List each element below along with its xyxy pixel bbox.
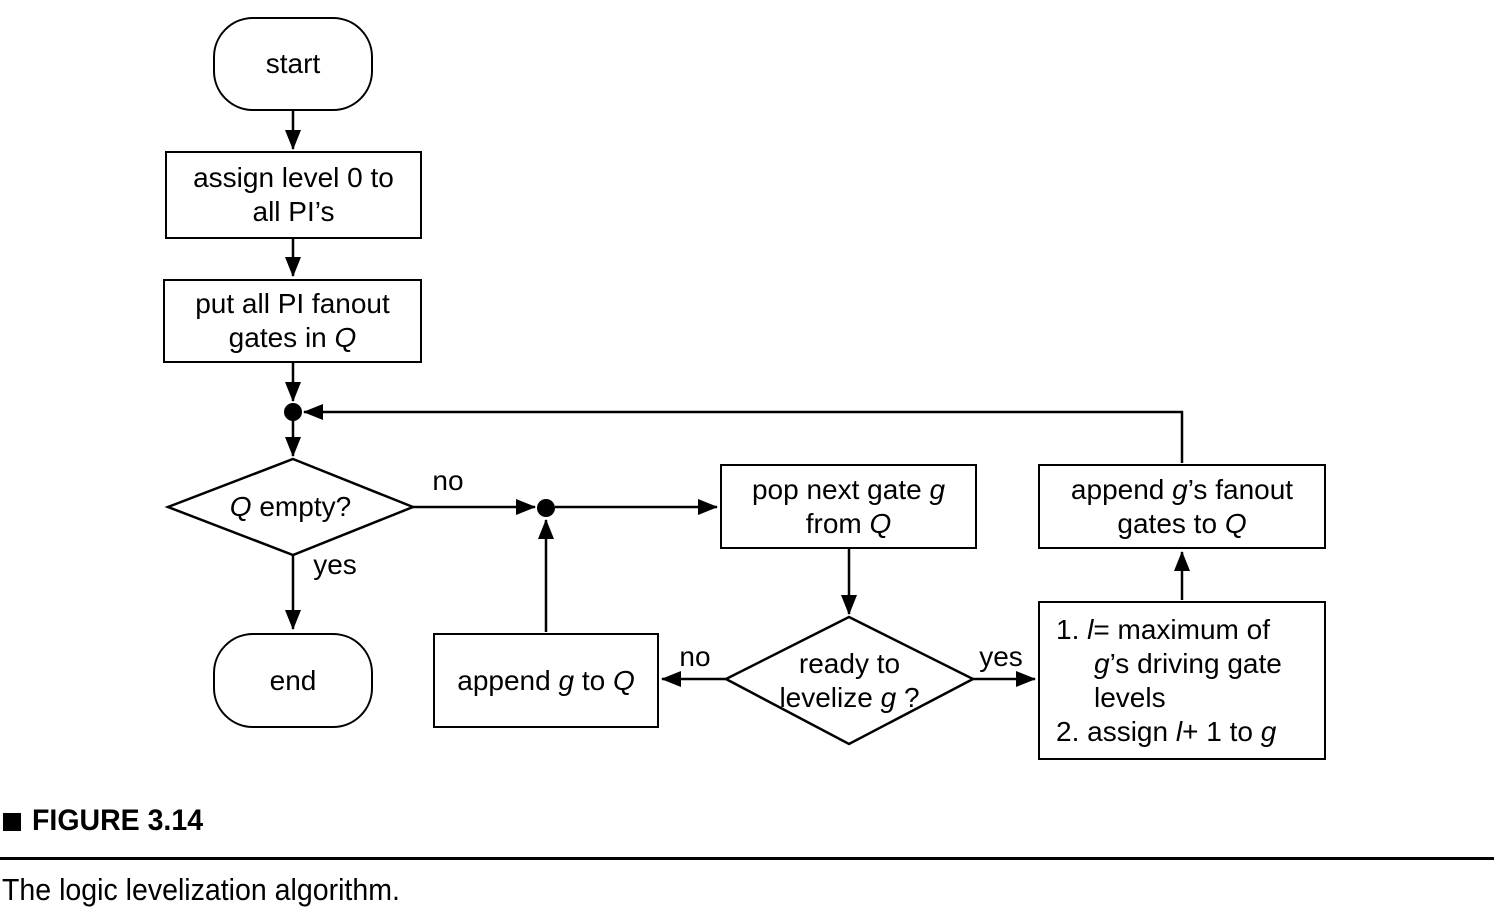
edge-label-qempty-yes: yes [313,549,357,580]
text-line: append g to Q [457,664,635,696]
edge-label-ready-yes: yes [979,641,1023,672]
text-line: put all PI fanout [195,288,390,319]
text-line: end [269,664,317,696]
figure-label: FIGURE 3.14 [32,804,204,837]
text-line: assign level 0 to [193,162,394,193]
text-line: all PI’s [252,196,335,227]
figure-caption: The logic levelization algorithm. [2,872,400,907]
text-line: from Q [805,507,892,539]
text-line: pop next gate g [751,473,946,505]
text-line: g’s driving gate [1094,647,1282,679]
node-append-g: append g to Q [433,633,659,728]
edge-fanout-to-junction1 [303,404,1184,463]
figure-bullet-icon [3,813,21,831]
text-line: gates to Q [1117,507,1247,539]
node-pop-gate: pop next gate g from Q [720,464,977,549]
text-line: gates in Q [228,322,357,353]
decision-ready-levelize-shape [723,615,976,746]
decision-q-empty-shape [164,457,417,557]
junction2-dot [537,499,555,517]
text-line: 2. assign l+ 1 to g [1056,715,1277,747]
node-q-empty: Q empty? [168,459,413,555]
text-line: Q empty? [229,491,352,522]
text-line: levels [1094,681,1166,713]
text-line: 1. l= maximum of [1056,613,1270,645]
text-line: start [265,48,321,79]
node-put-fanout: put all PI fanout gates in Q [163,279,422,363]
node-append-fanout: append g’s fanout gates to Q [1038,464,1326,549]
text-line: levelize g ? [779,681,920,713]
node-end: end [213,633,373,728]
text-line: ready to [798,647,901,679]
node-ready-levelize: ready to levelize g ? [726,617,973,744]
node-levelize-steps: 1. l= maximum of g’s driving gate levels… [1038,601,1326,760]
junction1-dot [284,403,302,421]
node-assign-level: assign level 0 to all PI’s [165,151,422,239]
node-start: start [213,17,373,111]
edge-label-ready-no: no [679,641,711,672]
caption-rule [0,857,1494,860]
edge-label-qempty-no: no [432,465,464,496]
text-line: append g’s fanout [1070,473,1294,505]
